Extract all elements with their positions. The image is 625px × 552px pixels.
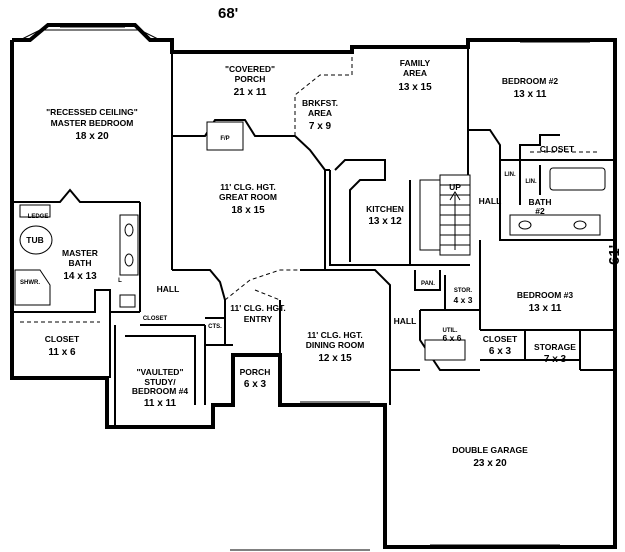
garage-name: DOUBLE GARAGE	[452, 445, 528, 455]
great-room-note: 11' CLG. HGT.	[220, 182, 275, 192]
shower-label: SHWR.	[20, 280, 40, 286]
study-size: 11 x 11	[144, 398, 177, 409]
breakfast-name: BRKFST.	[302, 98, 338, 108]
entry-name: ENTRY	[244, 314, 273, 324]
bedroom2-closet: CLOSET	[540, 144, 575, 154]
closet-small: CLOSET	[143, 316, 168, 322]
master-bath-size: 14 x 13	[63, 271, 97, 282]
dining-note: 11' CLG. HGT.	[307, 330, 362, 340]
entry-note: 11' CLG. HGT.	[230, 303, 285, 313]
master-closet-name: CLOSET	[45, 334, 80, 344]
bedroom3-size: 13 x 11	[529, 303, 562, 314]
master-bath-name: MASTER	[62, 248, 98, 258]
linen-1: LIN.	[504, 172, 516, 178]
front-porch-name: PORCH	[240, 367, 271, 377]
hall-lower: HALL	[394, 316, 417, 326]
tub-label: TUB	[26, 235, 43, 245]
study-name: STUDY/	[144, 377, 176, 387]
ledge-label: LEDGE	[28, 214, 49, 220]
bath2-name: BATH	[529, 197, 552, 207]
study-bedroom: BEDROOM #4	[132, 386, 188, 396]
family-area-label: AREA	[403, 68, 427, 78]
stair-up-label: UP	[449, 182, 461, 192]
hall-right: HALL	[479, 196, 502, 206]
covered-porch-size: 21 x 11	[234, 87, 267, 98]
family-area-size: 13 x 15	[398, 82, 432, 93]
wc-label: L	[118, 278, 122, 284]
dining-size: 12 x 15	[318, 353, 352, 364]
dining-name: DINING ROOM	[306, 340, 365, 350]
width-dimension: 68'	[218, 5, 238, 22]
room-labels: "RECESSED CEILING" MASTER BEDROOM 18 x 2…	[20, 58, 576, 469]
master-bath-label: BATH	[69, 258, 92, 268]
pantry-label: PAN.	[421, 281, 435, 287]
storage-small-size: 4 x 3	[454, 295, 473, 305]
master-bedroom-note: "RECESSED CEILING"	[46, 107, 138, 117]
bedroom2-size: 13 x 11	[514, 89, 547, 100]
fixtures	[14, 26, 600, 551]
great-room-size: 18 x 15	[231, 205, 265, 216]
breakfast-area: AREA	[308, 108, 332, 118]
tub-icon	[19, 225, 53, 255]
master-closet-size: 11 x 6	[48, 347, 76, 358]
utility-size: 6 x 6	[443, 333, 462, 343]
garage-size: 23 x 20	[473, 458, 507, 469]
bedroom3-closet-size: 6 x 3	[489, 346, 512, 357]
stair-treads	[440, 184, 470, 250]
breakfast-size: 7 x 9	[309, 121, 332, 132]
depth-dimension: 61'	[606, 245, 623, 265]
fireplace-label: F/P	[220, 136, 229, 142]
kitchen-size: 13 x 12	[368, 216, 402, 227]
study-note: "VAULTED"	[137, 367, 184, 377]
fireplace	[206, 121, 244, 151]
bath2-number: #2	[535, 206, 545, 216]
linen-2: LIN.	[525, 179, 537, 185]
hall-middle: HALL	[157, 284, 180, 294]
great-room-name: GREAT ROOM	[219, 192, 277, 202]
storage-small-name: STOR.	[454, 288, 473, 294]
front-porch-size: 6 x 3	[244, 379, 267, 390]
kitchen-name: KITCHEN	[366, 204, 404, 214]
storage-size: 7 x 3	[544, 354, 567, 365]
covered-porch-name: PORCH	[235, 74, 266, 84]
bedroom3-closet-name: CLOSET	[483, 334, 518, 344]
bedroom3-name: BEDROOM #3	[517, 290, 573, 300]
storage-name: STORAGE	[534, 342, 576, 352]
covered-porch-note: "COVERED"	[225, 64, 275, 74]
utility-name: UTIL.	[443, 328, 458, 334]
master-bedroom-size: 18 x 20	[75, 131, 109, 142]
cts-label: CTS.	[208, 324, 222, 330]
master-bedroom-name: MASTER BEDROOM	[51, 118, 134, 128]
exterior-walls	[10, 23, 617, 549]
interior-walls	[12, 40, 615, 427]
family-area-name: FAMILY	[400, 58, 431, 68]
bedroom2-name: BEDROOM #2	[502, 76, 558, 86]
